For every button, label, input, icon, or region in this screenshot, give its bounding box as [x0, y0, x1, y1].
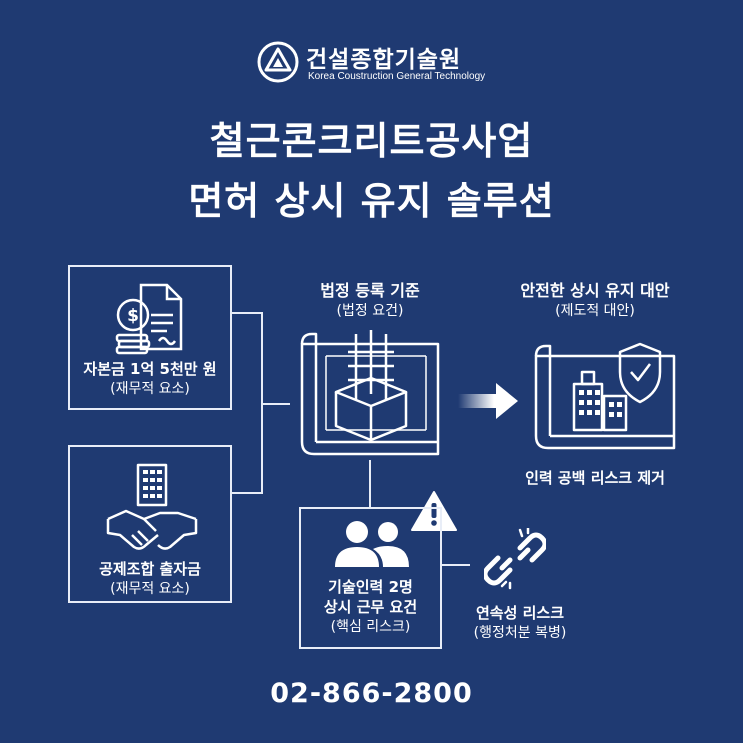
phone-number[interactable]: 02-866-2800 — [270, 678, 473, 709]
broken-chain-icon — [484, 528, 546, 590]
legal-standard-title: 법정 등록 기준 — [320, 281, 420, 300]
technician-subtitle: (핵심 리스크) — [330, 619, 411, 635]
safe-alternative-subtitle: (제도적 대안) — [555, 303, 635, 319]
building-handshake-icon — [106, 463, 198, 550]
company-logo-icon — [257, 41, 299, 83]
mutual-aid-subtitle: (재무적 요소) — [110, 581, 190, 597]
continuity-risk-subtitle: (행정처분 복병) — [473, 625, 567, 641]
logo-name: 건설종합기술원 — [306, 47, 462, 73]
capital-subtitle: (재무적 요소) — [110, 381, 190, 397]
mutual-aid-box: 공제조합 출자금 (재무적 요소) — [68, 445, 232, 603]
warning-icon — [411, 491, 457, 531]
risk-removal-caption: 인력 공백 리스크 제거 — [525, 469, 665, 487]
shield-building-icon — [534, 342, 676, 450]
legal-standard-subtitle: (법정 요건) — [336, 303, 404, 319]
arrow-right-icon — [458, 383, 518, 419]
people-icon — [335, 521, 409, 567]
page-title-line2: 면허 상시 유지 솔루션 — [188, 179, 555, 223]
technician-box: 기술인력 2명 상시 근무 요건 (핵심 리스크) — [299, 507, 442, 649]
svg-text:$: $ — [127, 306, 139, 326]
continuity-risk-title: 연속성 리스크 — [475, 604, 565, 622]
capital-title: 자본금 1억 5천만 원 — [83, 360, 217, 378]
page-title-line1: 철근콘크리트공사업 — [209, 119, 534, 163]
rebar-blueprint-icon — [300, 330, 440, 456]
mutual-aid-title: 공제조합 출자금 — [99, 560, 201, 578]
logo-subtitle: Korea Coustruction General Technology — [308, 71, 486, 82]
money-document-icon: $ — [115, 283, 183, 355]
technician-line2: 상시 근무 요건 — [323, 598, 418, 616]
capital-box: $ 자본금 1억 5천만 원 (재무적 요소) — [68, 265, 232, 410]
safe-alternative-title: 안전한 상시 유지 대안 — [520, 281, 670, 300]
technician-line1: 기술인력 2명 — [328, 578, 413, 596]
